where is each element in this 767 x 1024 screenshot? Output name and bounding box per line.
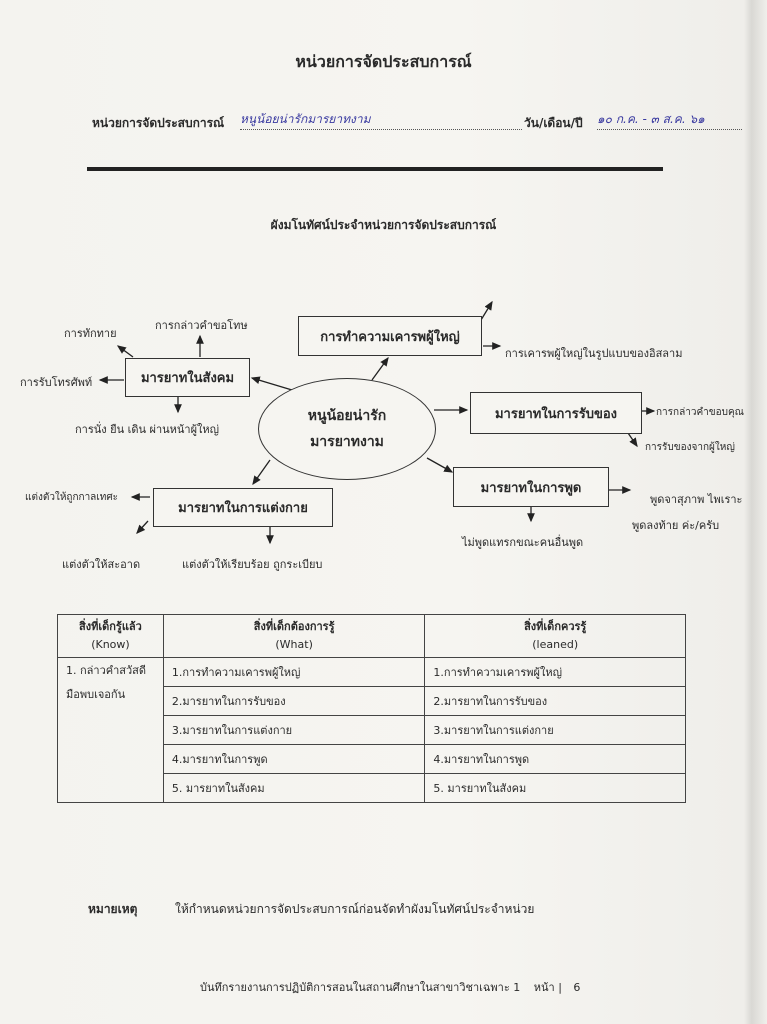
- header-what: สิ่งที่เด็กต้องการรู้(What): [162, 614, 426, 658]
- leaf-greeting: การทักทาย: [64, 327, 117, 340]
- unit-label: หน่วยการจัดประสบการณ์: [92, 116, 225, 130]
- leaf-no-interrupt: ไม่พูดแทรกขณะคนอื่นพูด: [462, 536, 584, 549]
- leaf-dress-clean: แต่งตัวให้สะอาด: [62, 558, 141, 571]
- header-learned: สิ่งที่เด็กควรรู้(leaned): [424, 614, 686, 658]
- branch-dressing: มารยาทในการแต่งกาย: [153, 488, 333, 527]
- leaf-dress-neat: แต่งตัวให้เรียบร้อย ถูกระเบียบ: [182, 558, 323, 571]
- table-header-row: สิ่งที่เด็กรู้แล้ว(Know) สิ่งที่เด็กต้อง…: [57, 614, 686, 658]
- branch-social: มารยาทในสังคม: [125, 358, 250, 397]
- branch-respect: การทำความเคารพผู้ใหญ่: [298, 316, 482, 356]
- branch-speaking: มารยาทในการพูด: [453, 467, 609, 507]
- center-line-1: หนูน้อยน่ารัก: [307, 408, 387, 424]
- page-label: หน้า |: [533, 981, 562, 994]
- divider: [87, 167, 663, 171]
- page-title: หน่วยการจัดประสบการณ์: [295, 52, 472, 71]
- note-text: ให้กำหนดหน่วยการจัดประสบการณ์ก่อนจัดทำผั…: [175, 902, 535, 916]
- page-number: 6: [573, 981, 581, 994]
- mindmap-center: หนูน้อยน่ารัก มารยาทงาม: [258, 378, 436, 480]
- learned-cell: 3.มารยาทในการแต่งกาย: [424, 715, 686, 745]
- know-cell: 1. กล่าวคำสวัสดีมือพบเจอกัน: [57, 657, 164, 803]
- learned-cell: 5. มารยาทในสังคม: [424, 773, 686, 803]
- leaf-dress-occasion: แต่งตัวให้ถูกกาลเทศะ: [25, 492, 119, 503]
- leaf-apology: การกล่าวคำขอโทษ: [155, 319, 248, 332]
- footer: บันทึกรายงานการปฏิบัติการสอนในสถานศึกษาใ…: [200, 978, 580, 996]
- date-value-handwritten: ๑๐ ก.ค. - ๓ ส.ค. ๖๑: [597, 110, 742, 130]
- unit-value-handwritten: หนูน้อยน่ารักมารยาทงาม: [240, 110, 522, 130]
- kwl-table: สิ่งที่เด็กรู้แล้ว(Know) สิ่งที่เด็กต้อง…: [57, 614, 686, 803]
- learned-cell: 4.มารยาทในการพูด: [424, 744, 686, 774]
- leaf-thanks: การกล่าวคำขอบคุณ: [656, 407, 744, 418]
- leaf-respect-islam: การเคารพผู้ใหญ่ในรูปแบบของอิสลาม: [505, 347, 683, 360]
- what-cell: 2.มารยาทในการรับของ: [162, 686, 426, 716]
- mindmap-title: ผังมโนทัศน์ประจำหน่วยการจัดประสบการณ์: [270, 218, 497, 232]
- center-line-2: มารยาทงาม: [310, 434, 384, 450]
- leaf-phone: การรับโทรศัพท์: [20, 376, 93, 389]
- what-cell: 1.การทำความเคารพผู้ใหญ่: [162, 657, 426, 687]
- what-cell: 4.มารยาทในการพูด: [162, 744, 426, 774]
- leaf-receive-from-elders: การรับของจากผู้ใหญ่: [645, 442, 735, 453]
- date-label: วัน/เดือน/ปี: [524, 116, 583, 130]
- what-cell: 5. มารยาทในสังคม: [162, 773, 426, 803]
- what-cell: 3.มารยาทในการแต่งกาย: [162, 715, 426, 745]
- table-row: 1. กล่าวคำสวัสดีมือพบเจอกัน 1.การทำความเ…: [57, 657, 686, 803]
- leaf-posture: การนั่ง ยืน เดิน ผ่านหน้าผู้ใหญ่: [75, 423, 220, 436]
- learned-cell: 1.การทำความเคารพผู้ใหญ่: [424, 657, 686, 687]
- branch-receiving: มารยาทในการรับของ: [470, 392, 642, 434]
- footer-text: บันทึกรายงานการปฏิบัติการสอนในสถานศึกษาใ…: [200, 981, 521, 994]
- leaf-polite-endings: พูดลงท้าย ค่ะ/ครับ: [632, 519, 720, 532]
- header-know: สิ่งที่เด็กรู้แล้ว(Know): [57, 614, 164, 658]
- leaf-polite-speech: พูดจาสุภาพ ไพเราะ: [650, 493, 743, 506]
- note-label: หมายเหตุ: [88, 902, 138, 916]
- learned-cell: 2.มารยาทในการรับของ: [424, 686, 686, 716]
